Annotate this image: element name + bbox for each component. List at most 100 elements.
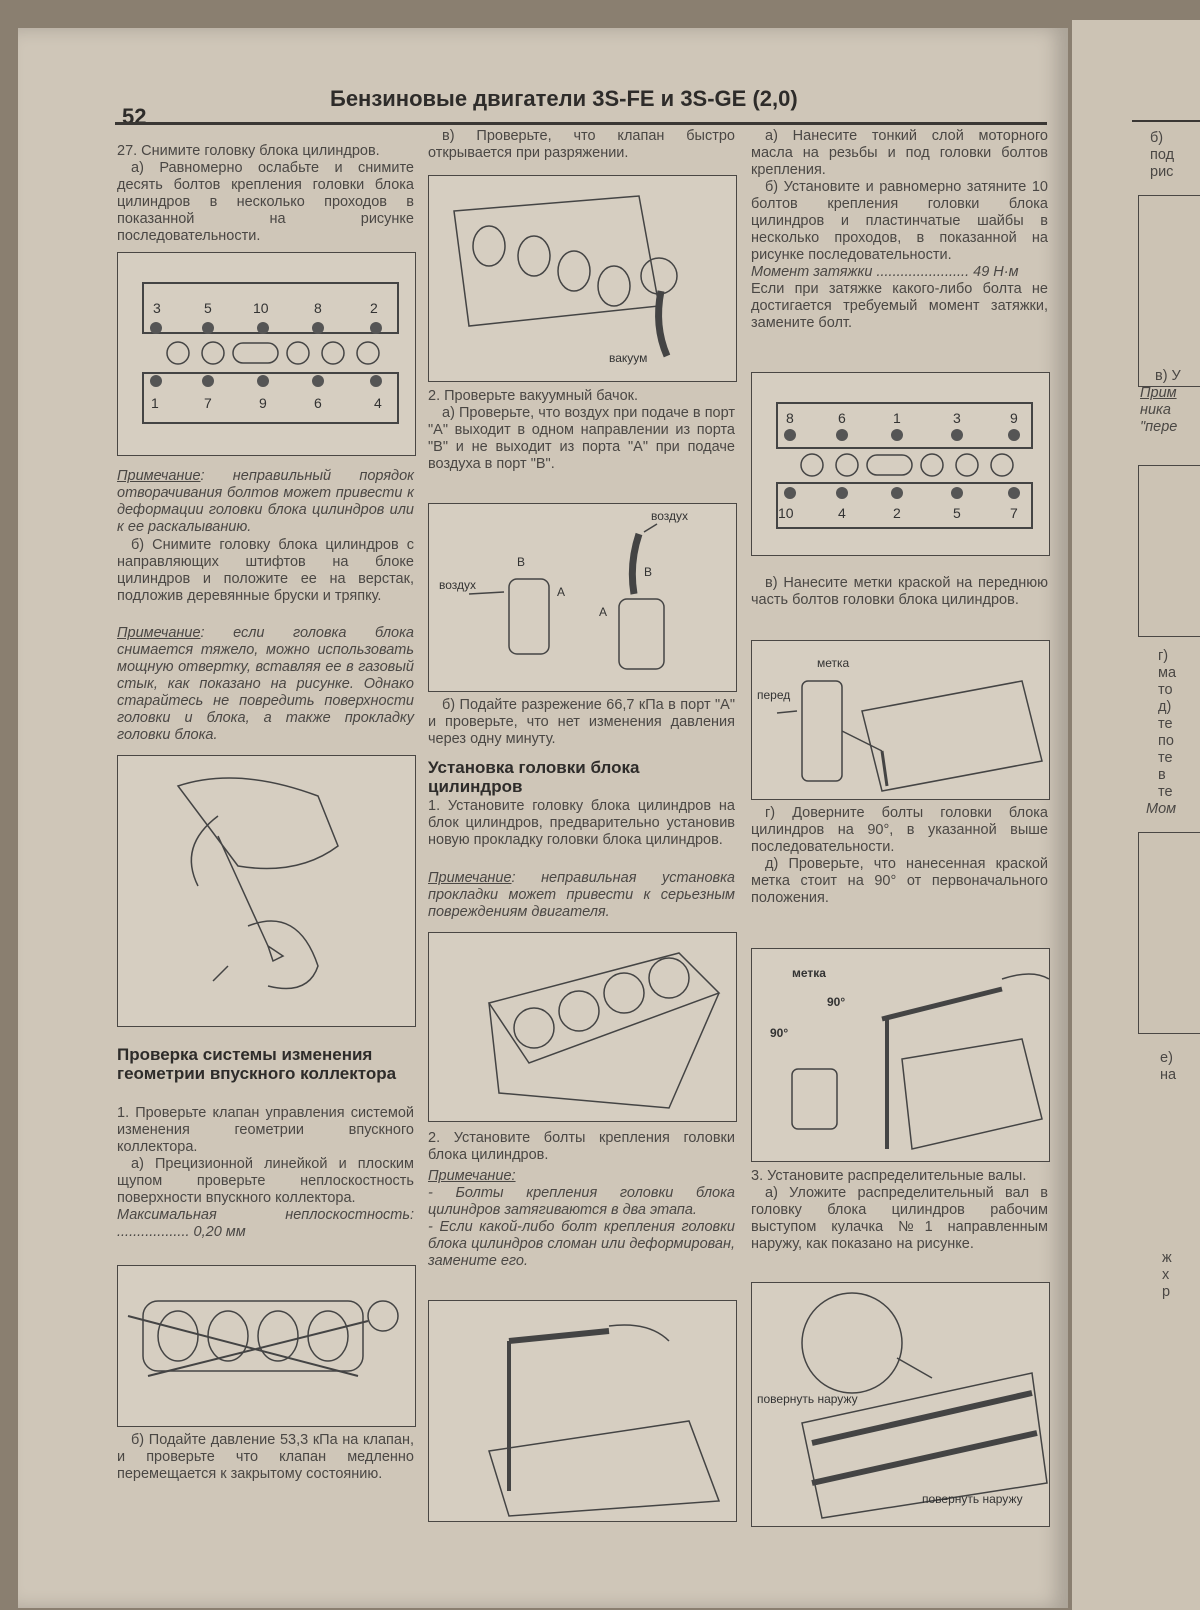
note-loosening-order: Примечание: неправильный порядок отворач… bbox=[117, 468, 414, 536]
bolt-label: 5 bbox=[953, 505, 961, 521]
spec-value: 49 Н·м bbox=[973, 264, 1019, 280]
step-a: а) Проверьте, что воздух при подаче в по… bbox=[428, 405, 735, 472]
step-d: д) Проверьте, что нанесенная краской мет… bbox=[751, 856, 1048, 906]
bolt-label: 6 bbox=[314, 395, 322, 411]
bolt-label: 3 bbox=[153, 300, 161, 316]
bolt-loosening-figure: 3 5 10 8 2 1 7 9 6 4 bbox=[117, 252, 416, 456]
step-a: а) Равномерно ослабьте и снимите десять … bbox=[117, 160, 414, 244]
port-a-label: A bbox=[599, 605, 607, 619]
port-b-label: B bbox=[517, 555, 525, 569]
step-g: г) Доверните болты головки блока цилиндр… bbox=[751, 805, 1048, 855]
intake-manifold-figure bbox=[117, 1265, 416, 1427]
mark-label: метка bbox=[792, 966, 826, 980]
col1-intake-text: 1. Проверьте клапан управления системой … bbox=[117, 1105, 414, 1241]
bolt-label: 5 bbox=[204, 300, 212, 316]
page-title: Бензиновые двигатели 3S-FE и 3S-GE (2,0) bbox=[330, 86, 798, 111]
bolt-label: 7 bbox=[1010, 505, 1018, 521]
bolt-label: 3 bbox=[953, 410, 961, 426]
bolt-label: 1 bbox=[893, 410, 901, 426]
valve-vacuum-figure: вакуум bbox=[428, 175, 737, 382]
step-b: б) Установите и равномерно затяните 10 б… bbox=[751, 179, 1048, 263]
spec-torque: Момент затяжки ....................... 4… bbox=[751, 264, 1048, 281]
torque-note: Если при затяжке какого-либо болта не до… bbox=[751, 281, 1048, 331]
turn-outward-label: повернуть наружу bbox=[922, 1492, 1023, 1506]
screwdriver-illustration bbox=[176, 777, 339, 990]
step-v: в) Проверьте, что клапан быстро открывае… bbox=[428, 128, 735, 161]
spec-flatness: Максимальная неплоскостность: ..........… bbox=[117, 1207, 414, 1241]
section-heading-install: Установка головки блока цилиндров bbox=[428, 758, 640, 796]
note-item: - Болты крепления головки блока цилиндро… bbox=[428, 1185, 735, 1218]
step-b: б) Снимите головку блока цилиндров с нап… bbox=[117, 537, 414, 604]
right-page-figure bbox=[1138, 195, 1200, 387]
bolt-label: 10 bbox=[778, 505, 794, 521]
bolt-label: 1 bbox=[151, 395, 159, 411]
page-number: 52 bbox=[122, 104, 147, 129]
bolt-label: 8 bbox=[786, 410, 794, 426]
step-2-bolts: 2. Установите болты крепления головки бл… bbox=[428, 1130, 735, 1163]
step-b-pressure: б) Подайте давление 53,3 кПа на клапан, … bbox=[117, 1432, 414, 1482]
cylinder-head-diagram: 3 5 10 8 2 1 7 9 6 4 bbox=[142, 282, 399, 424]
right-page-rule bbox=[1132, 120, 1200, 122]
step-b-vacuum: б) Подайте разрежение 66,7 кПа в порт "A… bbox=[428, 697, 735, 747]
spec-label: Момент затяжки ....................... bbox=[751, 264, 970, 280]
note-screwdriver: Примечание: если головка блока снимается… bbox=[117, 625, 414, 744]
angle-label: 90° bbox=[770, 1026, 788, 1040]
right-page-figure bbox=[1138, 832, 1200, 1034]
manifold-illustration bbox=[127, 1300, 399, 1377]
col2-tank-text: 2. Проверьте вакуумный бачок. а) Проверь… bbox=[428, 388, 735, 473]
air-label: воздух bbox=[439, 578, 476, 592]
note-label: Примечание bbox=[117, 625, 201, 641]
right-page bbox=[1072, 20, 1200, 1610]
port-a-label: A bbox=[557, 585, 565, 599]
step-2: 2. Проверьте вакуумный бачок. bbox=[428, 388, 639, 404]
step-v-mark: в) Нанесите метки краской на переднюю ча… bbox=[751, 575, 1048, 608]
col3-turn-text: г) Доверните болты головки блока цилиндр… bbox=[751, 805, 1048, 907]
bolt-label: 2 bbox=[370, 300, 378, 316]
angle-label: 90° bbox=[827, 995, 845, 1009]
note-bolts: Примечание: - Болты крепления головки бл… bbox=[428, 1168, 735, 1270]
bolt-label: 7 bbox=[204, 395, 212, 411]
step-27: 27. Снимите головку блока цилиндров. bbox=[117, 143, 380, 159]
note-label: Примечание: bbox=[428, 1168, 516, 1184]
header-rule bbox=[115, 122, 1047, 125]
note-text: : неправильная установка прокладки может… bbox=[428, 870, 735, 920]
bolt-label: 2 bbox=[893, 505, 901, 521]
note-gasket: Примечание: неправильная установка прокл… bbox=[428, 870, 735, 921]
col3-intro: а) Нанесите тонкий слой моторного масла … bbox=[751, 128, 1048, 332]
bolt-tightening-figure: 8 6 1 3 9 10 4 2 5 7 bbox=[751, 372, 1050, 556]
bolt-label: 6 bbox=[838, 410, 846, 426]
bolt-label: 8 bbox=[314, 300, 322, 316]
col3-camshaft-text: 3. Установите распределительные валы. а)… bbox=[751, 1168, 1048, 1253]
bolt-label: 10 bbox=[253, 300, 269, 316]
angle-tighten-illustration: метка 90° 90° bbox=[770, 966, 1050, 1150]
spec-label: Максимальная неплоскостность: ..........… bbox=[117, 1207, 414, 1240]
bolt-label: 9 bbox=[259, 395, 267, 411]
note-text: : неправильный порядок отворачивания бол… bbox=[117, 468, 414, 535]
gasket-illustration bbox=[487, 952, 721, 1109]
bolt-label: 4 bbox=[838, 505, 846, 521]
step-3: 3. Установите распределительные валы. bbox=[751, 1168, 1027, 1184]
cylinder-head-diagram: 8 6 1 3 9 10 4 2 5 7 bbox=[776, 402, 1033, 529]
valve-illustration: вакуум bbox=[453, 195, 678, 365]
step-a: а) Уложите распределительный вал в голов… bbox=[751, 1185, 1048, 1252]
step-1-install: 1. Установите головку блока цилиндров на… bbox=[428, 798, 735, 848]
right-page-text: е)на bbox=[1160, 1050, 1177, 1083]
note-label: Примечание bbox=[117, 468, 201, 484]
section-heading-intake: Проверка системы изменения геометрии впу… bbox=[117, 1045, 397, 1083]
note-label: Примечание bbox=[428, 870, 512, 886]
bolt-label: 4 bbox=[374, 395, 382, 411]
angle-tighten-figure: метка 90° 90° bbox=[751, 948, 1050, 1162]
step-a: а) Прецизионной линейкой и плоским щупом… bbox=[117, 1156, 414, 1206]
vacuum-label: вакуум bbox=[609, 351, 647, 365]
port-b-label: B bbox=[644, 565, 652, 579]
bolt-label: 9 bbox=[1010, 410, 1018, 426]
